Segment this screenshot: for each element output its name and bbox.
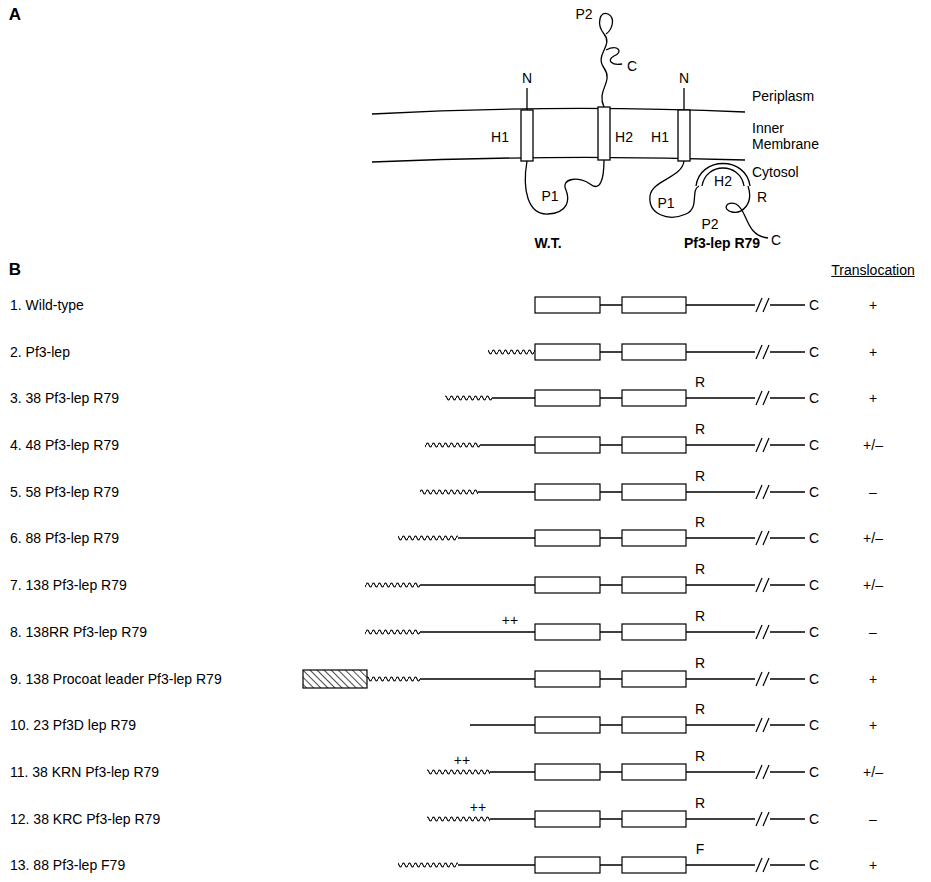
residue-mark: R <box>695 561 705 577</box>
charge-mark: ++ <box>470 799 486 815</box>
helix-label: H2 <box>615 129 633 145</box>
construct-label: 10. 23 Pf3D lep R79 <box>10 717 136 733</box>
result-mark: +/– <box>863 530 883 546</box>
construct-row <box>303 670 805 688</box>
terminus-label: C <box>809 624 819 640</box>
residue-mark: R <box>695 514 705 530</box>
terminus-label: C <box>809 390 819 406</box>
terminus-label: C <box>809 437 819 453</box>
construct-name: W.T. <box>534 235 561 251</box>
compartment-label: Inner Membrane <box>752 120 824 152</box>
result-mark: – <box>869 624 877 640</box>
terminus-label: C <box>809 484 819 500</box>
construct-row <box>470 716 805 734</box>
residue-mark: R <box>695 468 705 484</box>
residue-mark: R <box>695 701 705 717</box>
construct-label: 1. Wild-type <box>10 297 84 313</box>
charge-mark: ++ <box>454 752 470 768</box>
residue-mark: R <box>695 748 705 764</box>
construct-row <box>398 529 805 547</box>
residue-mark: F <box>696 841 705 857</box>
terminus-label: C <box>809 530 819 546</box>
domain-label: P2 <box>701 216 718 232</box>
construct-label: 9. 138 Procoat leader Pf3-lep R79 <box>10 671 222 687</box>
result-mark: + <box>869 390 877 406</box>
result-mark: +/– <box>863 764 883 780</box>
result-mark: + <box>869 297 877 313</box>
terminus-label: C <box>809 297 819 313</box>
construct-row <box>365 576 805 594</box>
construct-row <box>488 343 805 361</box>
compartment-label: Periplasm <box>752 88 814 104</box>
terminus-label: C <box>809 577 819 593</box>
result-mark: +/– <box>863 577 883 593</box>
charge-mark: ++ <box>502 612 518 628</box>
construct-label: 6. 88 Pf3-lep R79 <box>10 530 119 546</box>
terminus-label: N <box>522 70 532 86</box>
terminus-label: C <box>771 232 781 248</box>
domain-label: P2 <box>575 6 592 22</box>
terminus-label: C <box>627 58 637 74</box>
mutant-topology <box>650 88 768 238</box>
construct-label: 3. 38 Pf3-lep R79 <box>10 390 119 406</box>
construct-row <box>420 483 805 501</box>
construct-row <box>365 623 805 641</box>
terminus-label: C <box>809 764 819 780</box>
domain-label: P1 <box>541 188 558 204</box>
helix-label: H2 <box>714 173 732 189</box>
terminus-label: C <box>809 857 819 873</box>
residue-mark: R <box>695 421 705 437</box>
result-mark: – <box>869 811 877 827</box>
construct-label: 11. 38 KRN Pf3-lep R79 <box>10 764 159 780</box>
result-mark: + <box>869 717 877 733</box>
result-mark: + <box>869 857 877 873</box>
terminus-label: C <box>809 811 819 827</box>
compartment-label: Cytosol <box>752 164 799 180</box>
construct-row <box>445 389 805 407</box>
construct-label: 7. 138 Pf3-lep R79 <box>10 577 127 593</box>
domain-label: P1 <box>657 195 674 211</box>
result-mark: – <box>869 484 877 500</box>
construct-row <box>535 296 805 314</box>
wild-type-topology <box>521 13 622 214</box>
construct-label: 2. Pf3-lep <box>10 344 70 360</box>
terminus-label: C <box>809 344 819 360</box>
helix-label: H1 <box>491 129 509 145</box>
residue-mark: R <box>695 608 705 624</box>
construct-row <box>427 763 805 781</box>
terminus-label: N <box>679 70 689 86</box>
construct-name: Pf3-lep R79 <box>684 235 760 251</box>
residue-mark: R <box>695 655 705 671</box>
residue-mark: R <box>695 374 705 390</box>
helix-label: H1 <box>651 129 669 145</box>
result-mark: + <box>869 344 877 360</box>
construct-label: 12. 38 KRC Pf3-lep R79 <box>10 811 160 827</box>
leader-box <box>303 670 367 688</box>
terminus-label: C <box>809 671 819 687</box>
construct-label: 13. 88 Pf3-lep F79 <box>10 857 125 873</box>
panel-letter: B <box>9 260 21 280</box>
terminus-label: C <box>809 717 819 733</box>
construct-label: 5. 58 Pf3-lep R79 <box>10 484 119 500</box>
result-mark: +/– <box>863 437 883 453</box>
membrane <box>372 108 745 162</box>
column-header: Translocation <box>831 262 915 278</box>
result-mark: + <box>869 671 877 687</box>
construct-label: 4. 48 Pf3-lep R79 <box>10 437 119 453</box>
construct-row <box>398 856 805 874</box>
panel-letter: A <box>9 5 21 25</box>
residue-label: R <box>757 189 767 205</box>
construct-label: 8. 138RR Pf3-lep R79 <box>10 624 147 640</box>
construct-row <box>425 436 805 454</box>
residue-mark: R <box>695 795 705 811</box>
